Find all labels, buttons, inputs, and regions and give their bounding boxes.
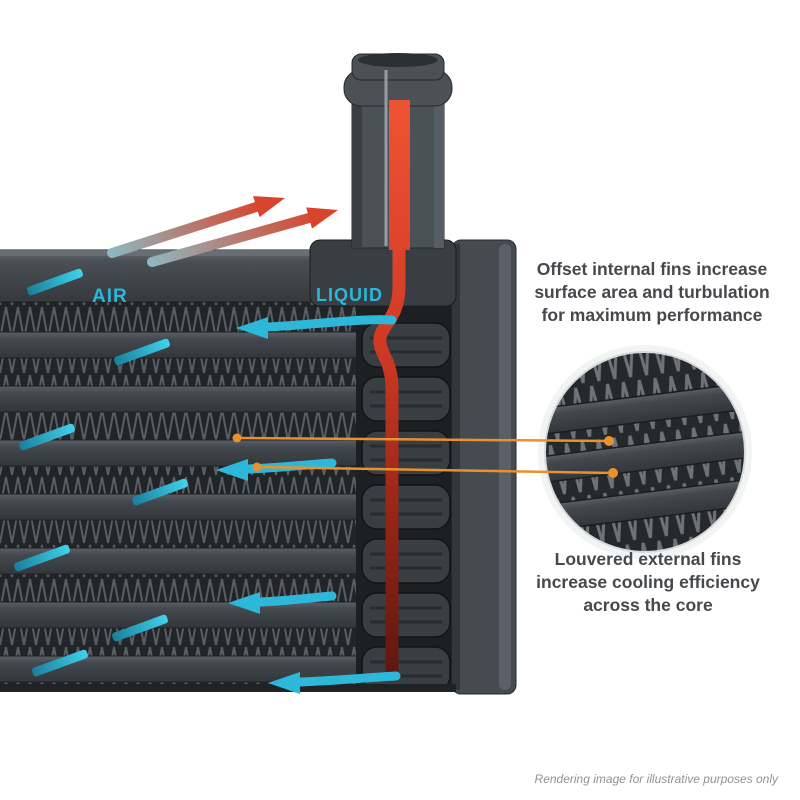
end-plate bbox=[451, 239, 517, 695]
disclaimer-note: Rendering image for illustrative purpose… bbox=[534, 772, 778, 786]
annotation-internal-fins: Offset internal fins increase surface ar… bbox=[534, 259, 770, 326]
liquid-flow-path bbox=[373, 105, 406, 681]
fin-detail bbox=[545, 352, 745, 552]
liquid-flow-label: LIQUID bbox=[316, 285, 383, 305]
callout-dot bbox=[232, 433, 242, 443]
air-flow-label: AIR bbox=[92, 286, 128, 307]
air-arrowheads bbox=[216, 317, 300, 694]
callout-dot bbox=[608, 468, 618, 478]
annotation-external-fins: Louvered external fins increase cooling … bbox=[536, 549, 760, 616]
callout-lines bbox=[232, 433, 618, 478]
air-slashes bbox=[14, 268, 188, 677]
hot-arrowhead bbox=[253, 196, 285, 218]
callout-dot bbox=[604, 436, 614, 446]
hot-arrowhead bbox=[306, 207, 338, 229]
air-flow-arrows bbox=[14, 268, 401, 694]
callout-dot bbox=[252, 462, 262, 472]
hot-air-arrows bbox=[107, 196, 338, 267]
inlet-fitting bbox=[309, 53, 457, 307]
zoom-inset bbox=[538, 345, 752, 559]
